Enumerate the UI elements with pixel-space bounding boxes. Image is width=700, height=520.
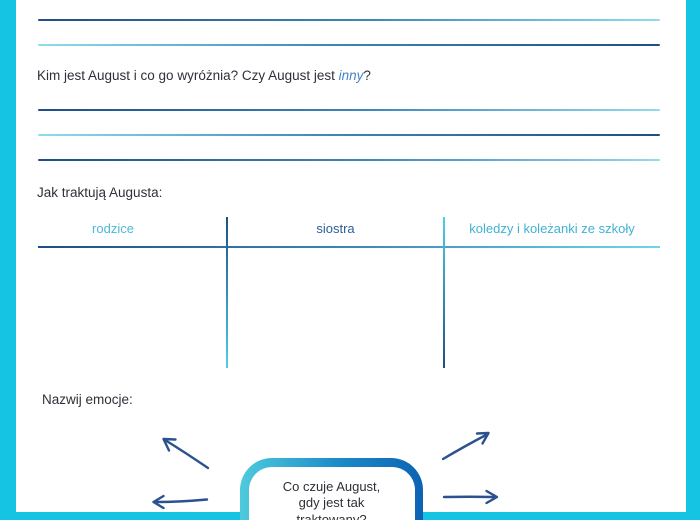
table-header-underline	[38, 246, 660, 249]
table-divider-2	[443, 217, 446, 368]
arrow-up-left-icon	[162, 437, 210, 470]
arrow-up-right-icon	[441, 431, 490, 461]
table-divider-1	[226, 217, 229, 368]
table-heading: Jak traktują Augusta:	[37, 185, 163, 200]
question-emphasis: inny	[338, 68, 364, 83]
table-cell-rodzice[interactable]	[38, 249, 226, 367]
question-prefix: Kim jest August i co go wyróżnia? Czy Au…	[37, 68, 339, 83]
table-header-siostra: siostra	[316, 221, 355, 236]
page-border-right	[686, 0, 700, 520]
table-header-koledzy: koledzy i koleżanki ze szkoły	[469, 221, 635, 236]
emotions-heading: Nazwij emocje:	[42, 392, 133, 407]
answer-line-5[interactable]	[38, 159, 660, 162]
emotion-center-box-text: Co czuje August, gdy jest tak traktowany…	[248, 466, 415, 520]
table-cell-siostra[interactable]	[229, 249, 442, 367]
question-text: Kim jest August i co go wyróżnia? Czy Au…	[37, 67, 371, 84]
answer-line-3[interactable]	[38, 109, 660, 112]
emotion-box-line-2: gdy jest tak	[298, 495, 365, 510]
question-suffix: ?	[363, 68, 371, 83]
table-cell-koledzy[interactable]	[446, 249, 660, 367]
emotion-box-line-1: Co czuje August,	[282, 478, 381, 494]
arrow-right-icon	[442, 489, 499, 505]
emotion-center-box: Co czuje August, gdy jest tak traktowany…	[240, 458, 423, 520]
page-border-left	[0, 0, 16, 520]
emotion-box-line-3: traktowany?	[296, 511, 367, 520]
answer-line-2[interactable]	[38, 44, 660, 47]
table-header-rodzice: rodzice	[92, 221, 134, 236]
answer-line-4[interactable]	[38, 134, 660, 137]
arrow-left-icon	[152, 494, 209, 510]
answer-line-1[interactable]	[38, 19, 660, 22]
